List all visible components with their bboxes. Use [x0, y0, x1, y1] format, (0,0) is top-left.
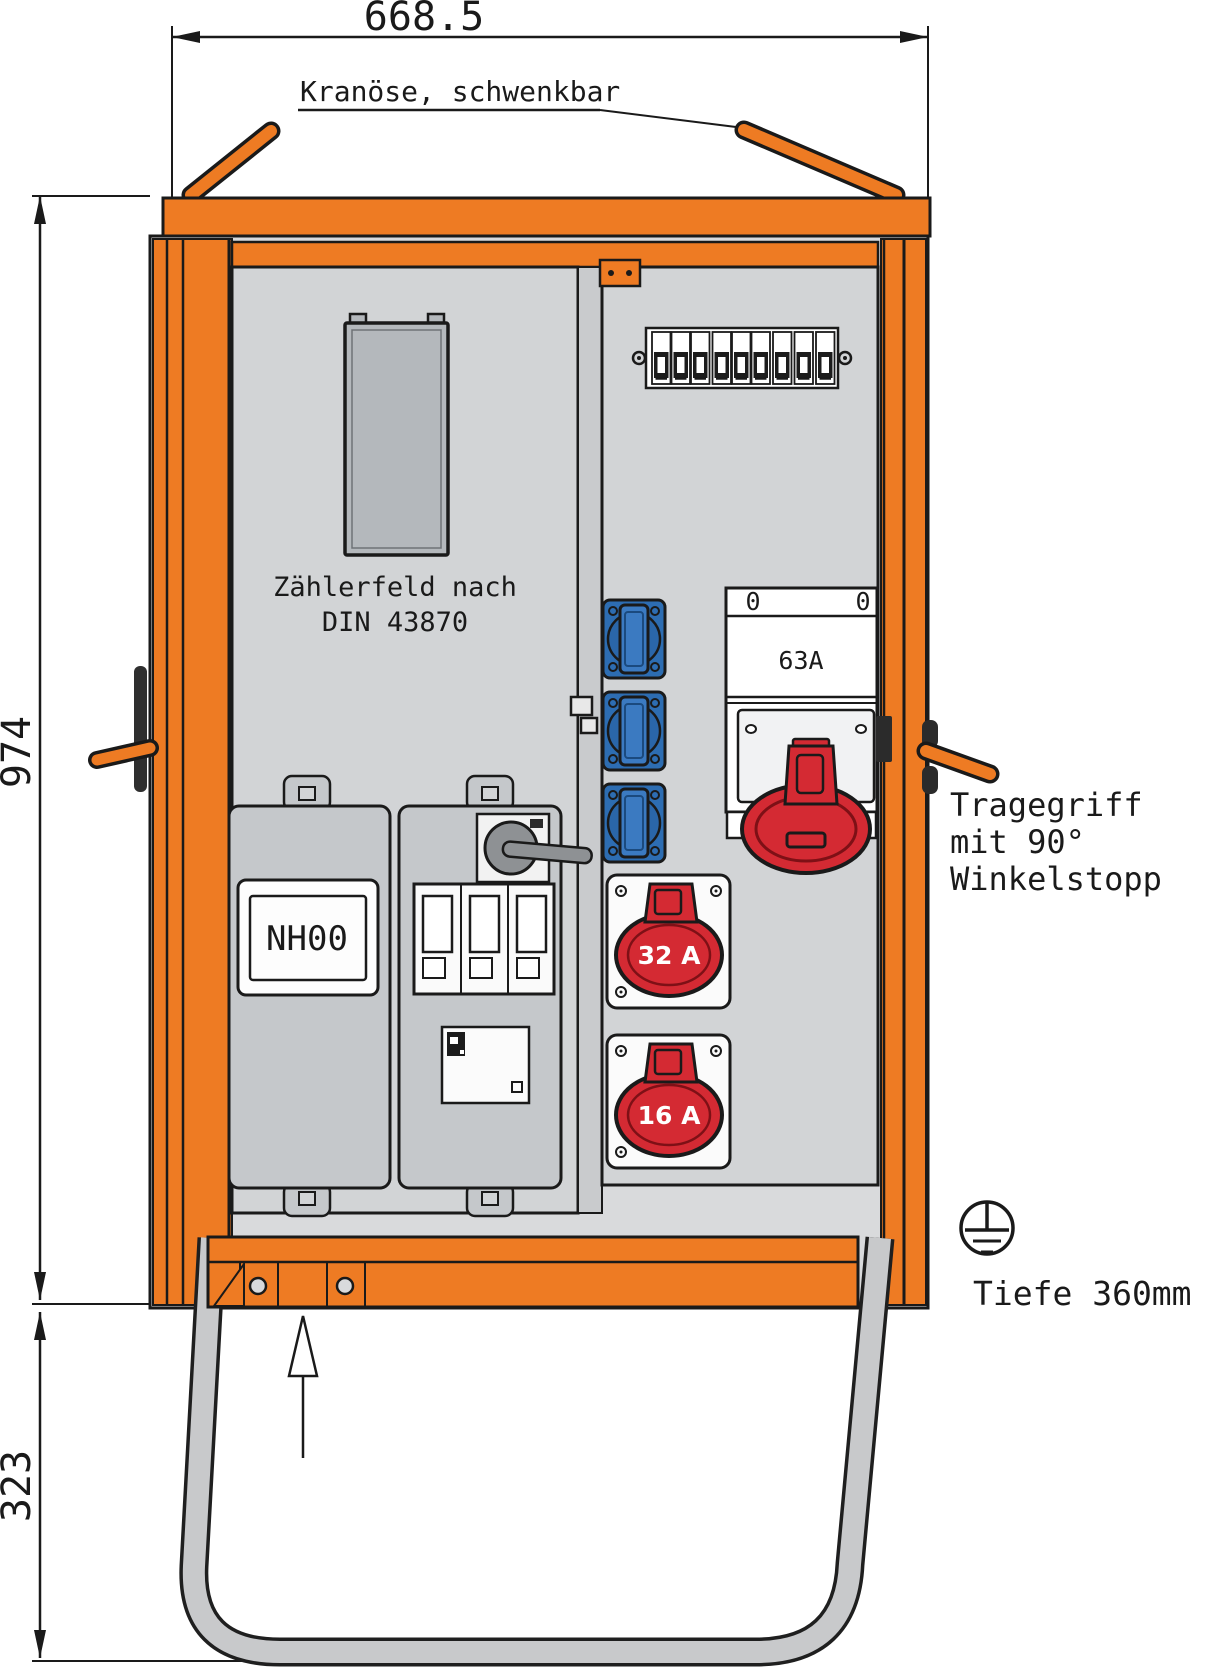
dimension-height: 974 [0, 195, 212, 1305]
meter-label: Zählerfeld nach DIN 43870 [273, 572, 517, 638]
handle-note-line3: Winkelstopp [950, 860, 1162, 898]
breaker-row [631, 326, 853, 390]
equipment-panel [397, 774, 593, 1218]
cee-16a-socket: 16 A [605, 1033, 732, 1170]
nh00-panel: NH00 [227, 774, 392, 1218]
dim-stand-label: 323 [0, 1450, 40, 1522]
earth-symbol-icon [959, 1200, 1015, 1256]
bottom-rail [206, 1235, 860, 1309]
left-frame-rail [152, 238, 233, 1306]
door-latch-upper [569, 695, 594, 717]
door-hinge-block [598, 258, 642, 288]
door-top-strip [230, 240, 880, 269]
aux-device [440, 1025, 531, 1105]
crane-eye-left-icon [181, 121, 281, 205]
dimension-stand: 323 [0, 1312, 770, 1662]
switch-pos-right-label: 0 [855, 587, 870, 616]
right-hinge-knuckle-lower [922, 766, 938, 794]
cabinet-top-cap [161, 196, 932, 238]
carry-handle-right-icon [916, 741, 1000, 784]
depth-note-label: Tiefe 360mm [973, 1274, 1192, 1313]
dim-arrow-left-icon [172, 31, 200, 43]
dim-arrow-up-icon [34, 196, 46, 224]
meter-label-line2: DIN 43870 [322, 607, 468, 638]
dim-arrow-down-icon [34, 1272, 46, 1300]
switch-pos-left-label: 0 [745, 587, 760, 616]
schuko-socket-3 [601, 782, 667, 864]
three-pole-breaker [412, 882, 556, 996]
rotary-switch [475, 812, 593, 884]
stand-legs [179, 1236, 895, 1667]
right-door-latch [876, 716, 892, 762]
carry-handle-left-icon [88, 739, 159, 769]
meter-window [343, 312, 450, 557]
door-divider [577, 266, 603, 1214]
fuse-size-label: NH00 [266, 919, 348, 959]
cee-32a-socket: 32 A [605, 873, 732, 1010]
mounting-arrow-icon [287, 1315, 319, 1458]
nh00-fuse-cover [236, 878, 380, 997]
dim-arrow-right-icon [900, 31, 928, 43]
handle-note-line2: mit 90° [950, 823, 1085, 861]
switch-rating-label: 63A [778, 646, 823, 675]
socket-32a-label: 32 A [638, 941, 701, 970]
schuko-socket-1 [601, 598, 667, 680]
right-hinge-knuckle-upper [922, 720, 938, 748]
handle-note-line1: Tragegriff [950, 786, 1143, 824]
dim-width-label: 668.5 [364, 0, 484, 40]
crane-note-label: Kranöse, schwenkbar [300, 75, 620, 108]
meter-label-line1: Zählerfeld nach [273, 572, 517, 603]
socket-16a-label: 16 A [638, 1101, 701, 1130]
schuko-socket-2 [601, 690, 667, 772]
dimension-width: 668.5 [171, 0, 929, 197]
left-hinge-strip [134, 666, 147, 792]
dim-height-label: 974 [0, 716, 40, 788]
handle-note: Tragegriff mit 90° Winkelstopp [950, 786, 1162, 898]
cee-63a-socket [736, 708, 876, 875]
right-frame-rail [880, 238, 927, 1306]
crane-eye-right-icon [734, 120, 906, 205]
crane-note: Kranöse, schwenkbar [298, 75, 745, 129]
door-latch-lower [579, 716, 599, 735]
switch-lever [501, 840, 593, 865]
